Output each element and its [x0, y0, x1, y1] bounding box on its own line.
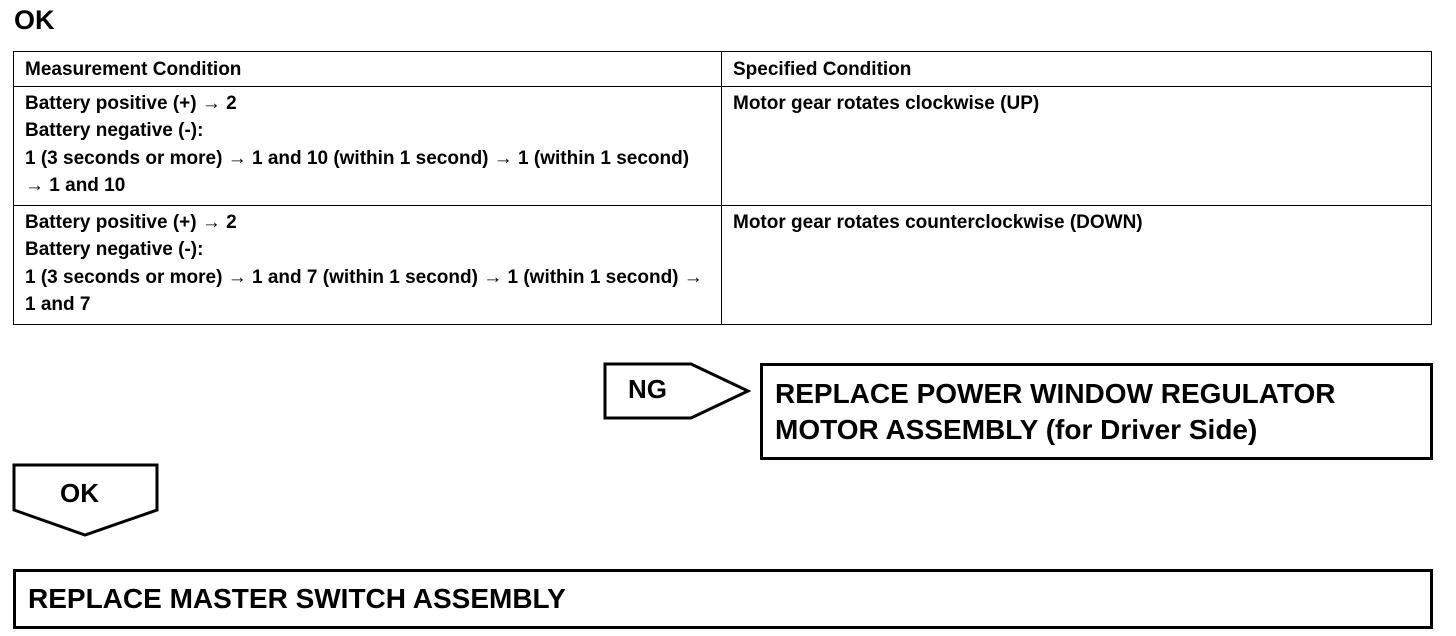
- ng-result-box: REPLACE POWER WINDOW REGULATOR MOTOR ASS…: [760, 363, 1433, 460]
- ng-arrow-right-icon: [603, 362, 751, 420]
- ok-label: OK: [60, 478, 99, 508]
- measurement-condition-cell: Battery positive (+) → 2 Battery negativ…: [13, 85, 722, 206]
- measurement-condition-cell: Battery positive (+) → 2 Battery negativ…: [13, 204, 722, 325]
- measurement-line: Battery negative (-):: [25, 120, 204, 141]
- table-header-row: Measurement Condition Specified Conditio…: [13, 51, 1432, 87]
- measurement-line: 1 (3 seconds or more) → 1 and 10 (within…: [25, 147, 690, 197]
- measurement-line: Battery negative (-):: [25, 239, 204, 260]
- ng-label: NG: [628, 374, 667, 404]
- measurement-line: 1 (3 seconds or more) → 1 and 7 (within …: [25, 266, 703, 316]
- inspection-table: Measurement Condition Specified Conditio…: [13, 51, 1432, 325]
- ng-result-line: MOTOR ASSEMBLY (for Driver Side): [775, 414, 1258, 445]
- measurement-line: Battery positive (+) → 2: [25, 92, 237, 114]
- table-row: Battery positive (+) → 2 Battery negativ…: [13, 85, 1432, 206]
- ng-result-line: REPLACE POWER WINDOW REGULATOR: [775, 378, 1336, 409]
- ok-arrow-down-icon: [12, 463, 159, 537]
- column-header-specified-condition: Specified Condition: [721, 51, 1432, 87]
- table-row: Battery positive (+) → 2 Battery negativ…: [13, 204, 1432, 325]
- column-header-measurement-condition: Measurement Condition: [13, 51, 722, 87]
- specified-condition-cell: Motor gear rotates clockwise (UP): [721, 85, 1432, 206]
- section-heading: OK: [14, 5, 55, 35]
- ok-result-box: REPLACE MASTER SWITCH ASSEMBLY: [13, 569, 1433, 629]
- measurement-line: Battery positive (+) → 2: [25, 211, 237, 233]
- specified-condition-cell: Motor gear rotates counterclockwise (DOW…: [721, 204, 1432, 325]
